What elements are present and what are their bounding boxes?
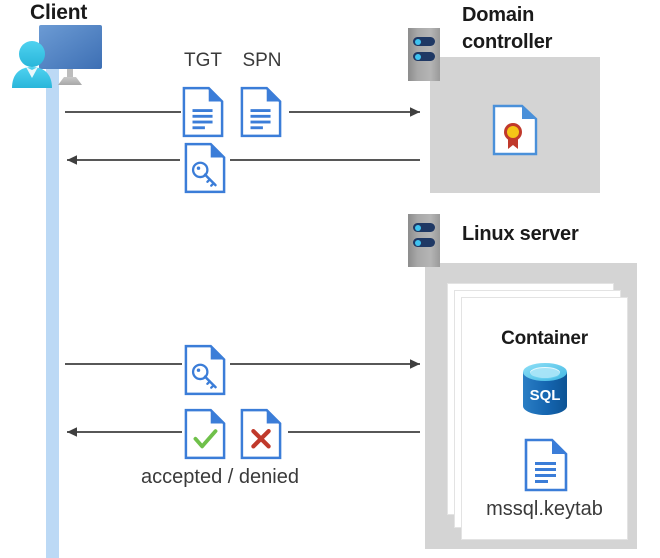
- verdict-label: accepted / denied: [141, 466, 299, 488]
- keytab-filename-label: mssql.keytab: [486, 498, 603, 520]
- domain-controller-server-rack-icon: [408, 28, 440, 81]
- accepted-document-icon: [184, 408, 226, 465]
- container-card-front[interactable]: Container S: [461, 297, 628, 540]
- denied-document-icon: [240, 408, 282, 465]
- spn-document-icon: [240, 86, 282, 143]
- spn-caption: SPN: [242, 50, 282, 71]
- sql-database-icon: SQL: [517, 360, 573, 423]
- certificate-icon: [492, 104, 538, 161]
- svg-text:SQL: SQL: [530, 387, 561, 404]
- domain-controller-title-line2: controller: [462, 31, 553, 53]
- client-title: Client: [30, 1, 88, 24]
- linux-server-title: Linux server: [462, 223, 579, 245]
- key-document-icon-request: [184, 344, 226, 401]
- linux-server-rack-icon: [408, 214, 440, 267]
- domain-controller-title: Domain controller: [462, 2, 642, 56]
- client-workstation-icon: [6, 22, 110, 105]
- keytab-document-icon: [524, 438, 568, 497]
- tgt-caption: TGT: [184, 50, 222, 71]
- tgt-document-icon: [182, 86, 224, 143]
- key-document-icon-ticket: [184, 142, 226, 199]
- domain-controller-title-line1: Domain: [462, 4, 535, 26]
- client-lifeline: [46, 62, 59, 558]
- container-title: Container: [501, 328, 588, 349]
